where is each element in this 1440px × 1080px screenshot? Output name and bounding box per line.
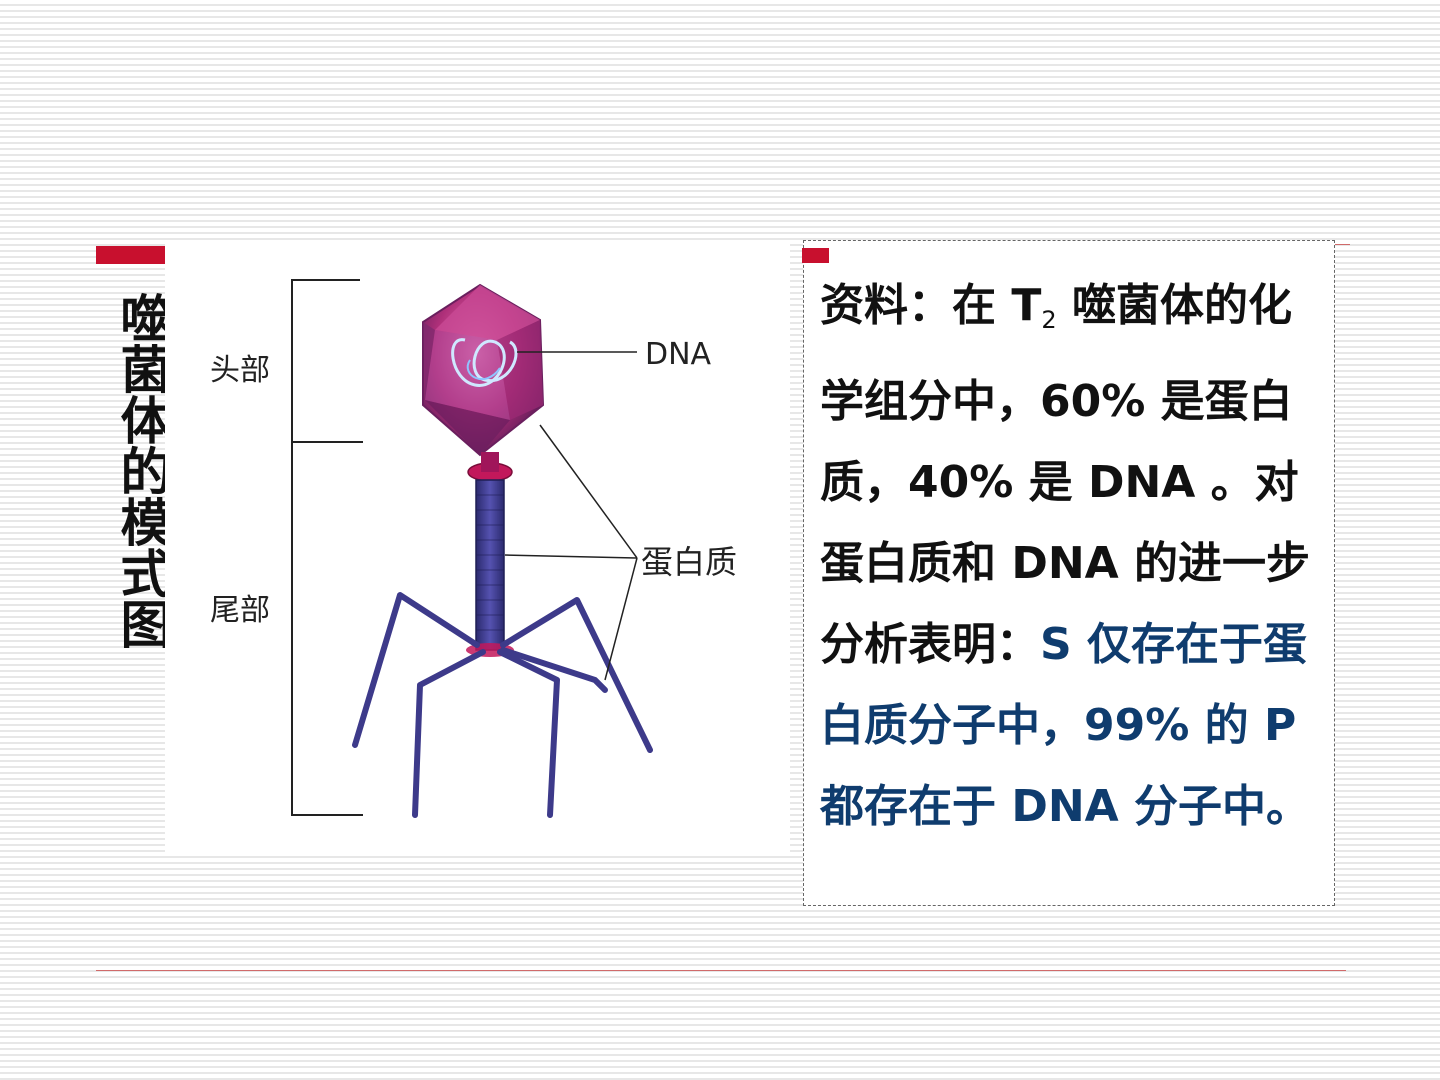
- tail-bracket: [291, 442, 363, 816]
- info-text-part2: 噬菌体的化学组分中，60% 是蛋白质，40% 是 DNA 。对蛋白质和 DNA …: [820, 280, 1311, 670]
- phage-illustration: 头部 尾部 DNA 蛋白质: [210, 279, 737, 818]
- info-highlight: S 仅存在于蛋白质分子中，99% 的 P 都存在于 DNA 分子中。: [820, 619, 1311, 832]
- phage-tail-sheath: [466, 479, 514, 657]
- info-subscript: 2: [1041, 306, 1057, 334]
- info-text-box: 资料：在 T2 噬菌体的化学组分中，60% 是蛋白质，40% 是 DNA 。对蛋…: [803, 240, 1335, 906]
- info-text-part1: 资料：在 T: [820, 280, 1042, 331]
- info-paragraph: 资料：在 T2 噬菌体的化学组分中，60% 是蛋白质，40% 是 DNA 。对蛋…: [820, 265, 1320, 847]
- label-protein: 蛋白质: [641, 543, 737, 581]
- dna-coil: [451, 338, 518, 387]
- phage-tail-fibers: [352, 592, 653, 818]
- head-bracket: [291, 279, 363, 443]
- page-title: 噬菌体的模式图: [111, 292, 170, 649]
- label-head: 头部: [210, 353, 270, 388]
- phage-diagram: 头部 尾部 DNA 蛋白质: [165, 240, 790, 855]
- label-tail: 尾部: [210, 593, 270, 628]
- phage-head: [422, 283, 545, 457]
- phage-collar: [467, 452, 513, 482]
- pointer-lines: [504, 351, 638, 681]
- bottom-divider-line: [96, 970, 1346, 971]
- label-dna: DNA: [645, 337, 712, 372]
- title-accent-bar: [96, 246, 165, 264]
- text-accent-bar: [802, 248, 829, 263]
